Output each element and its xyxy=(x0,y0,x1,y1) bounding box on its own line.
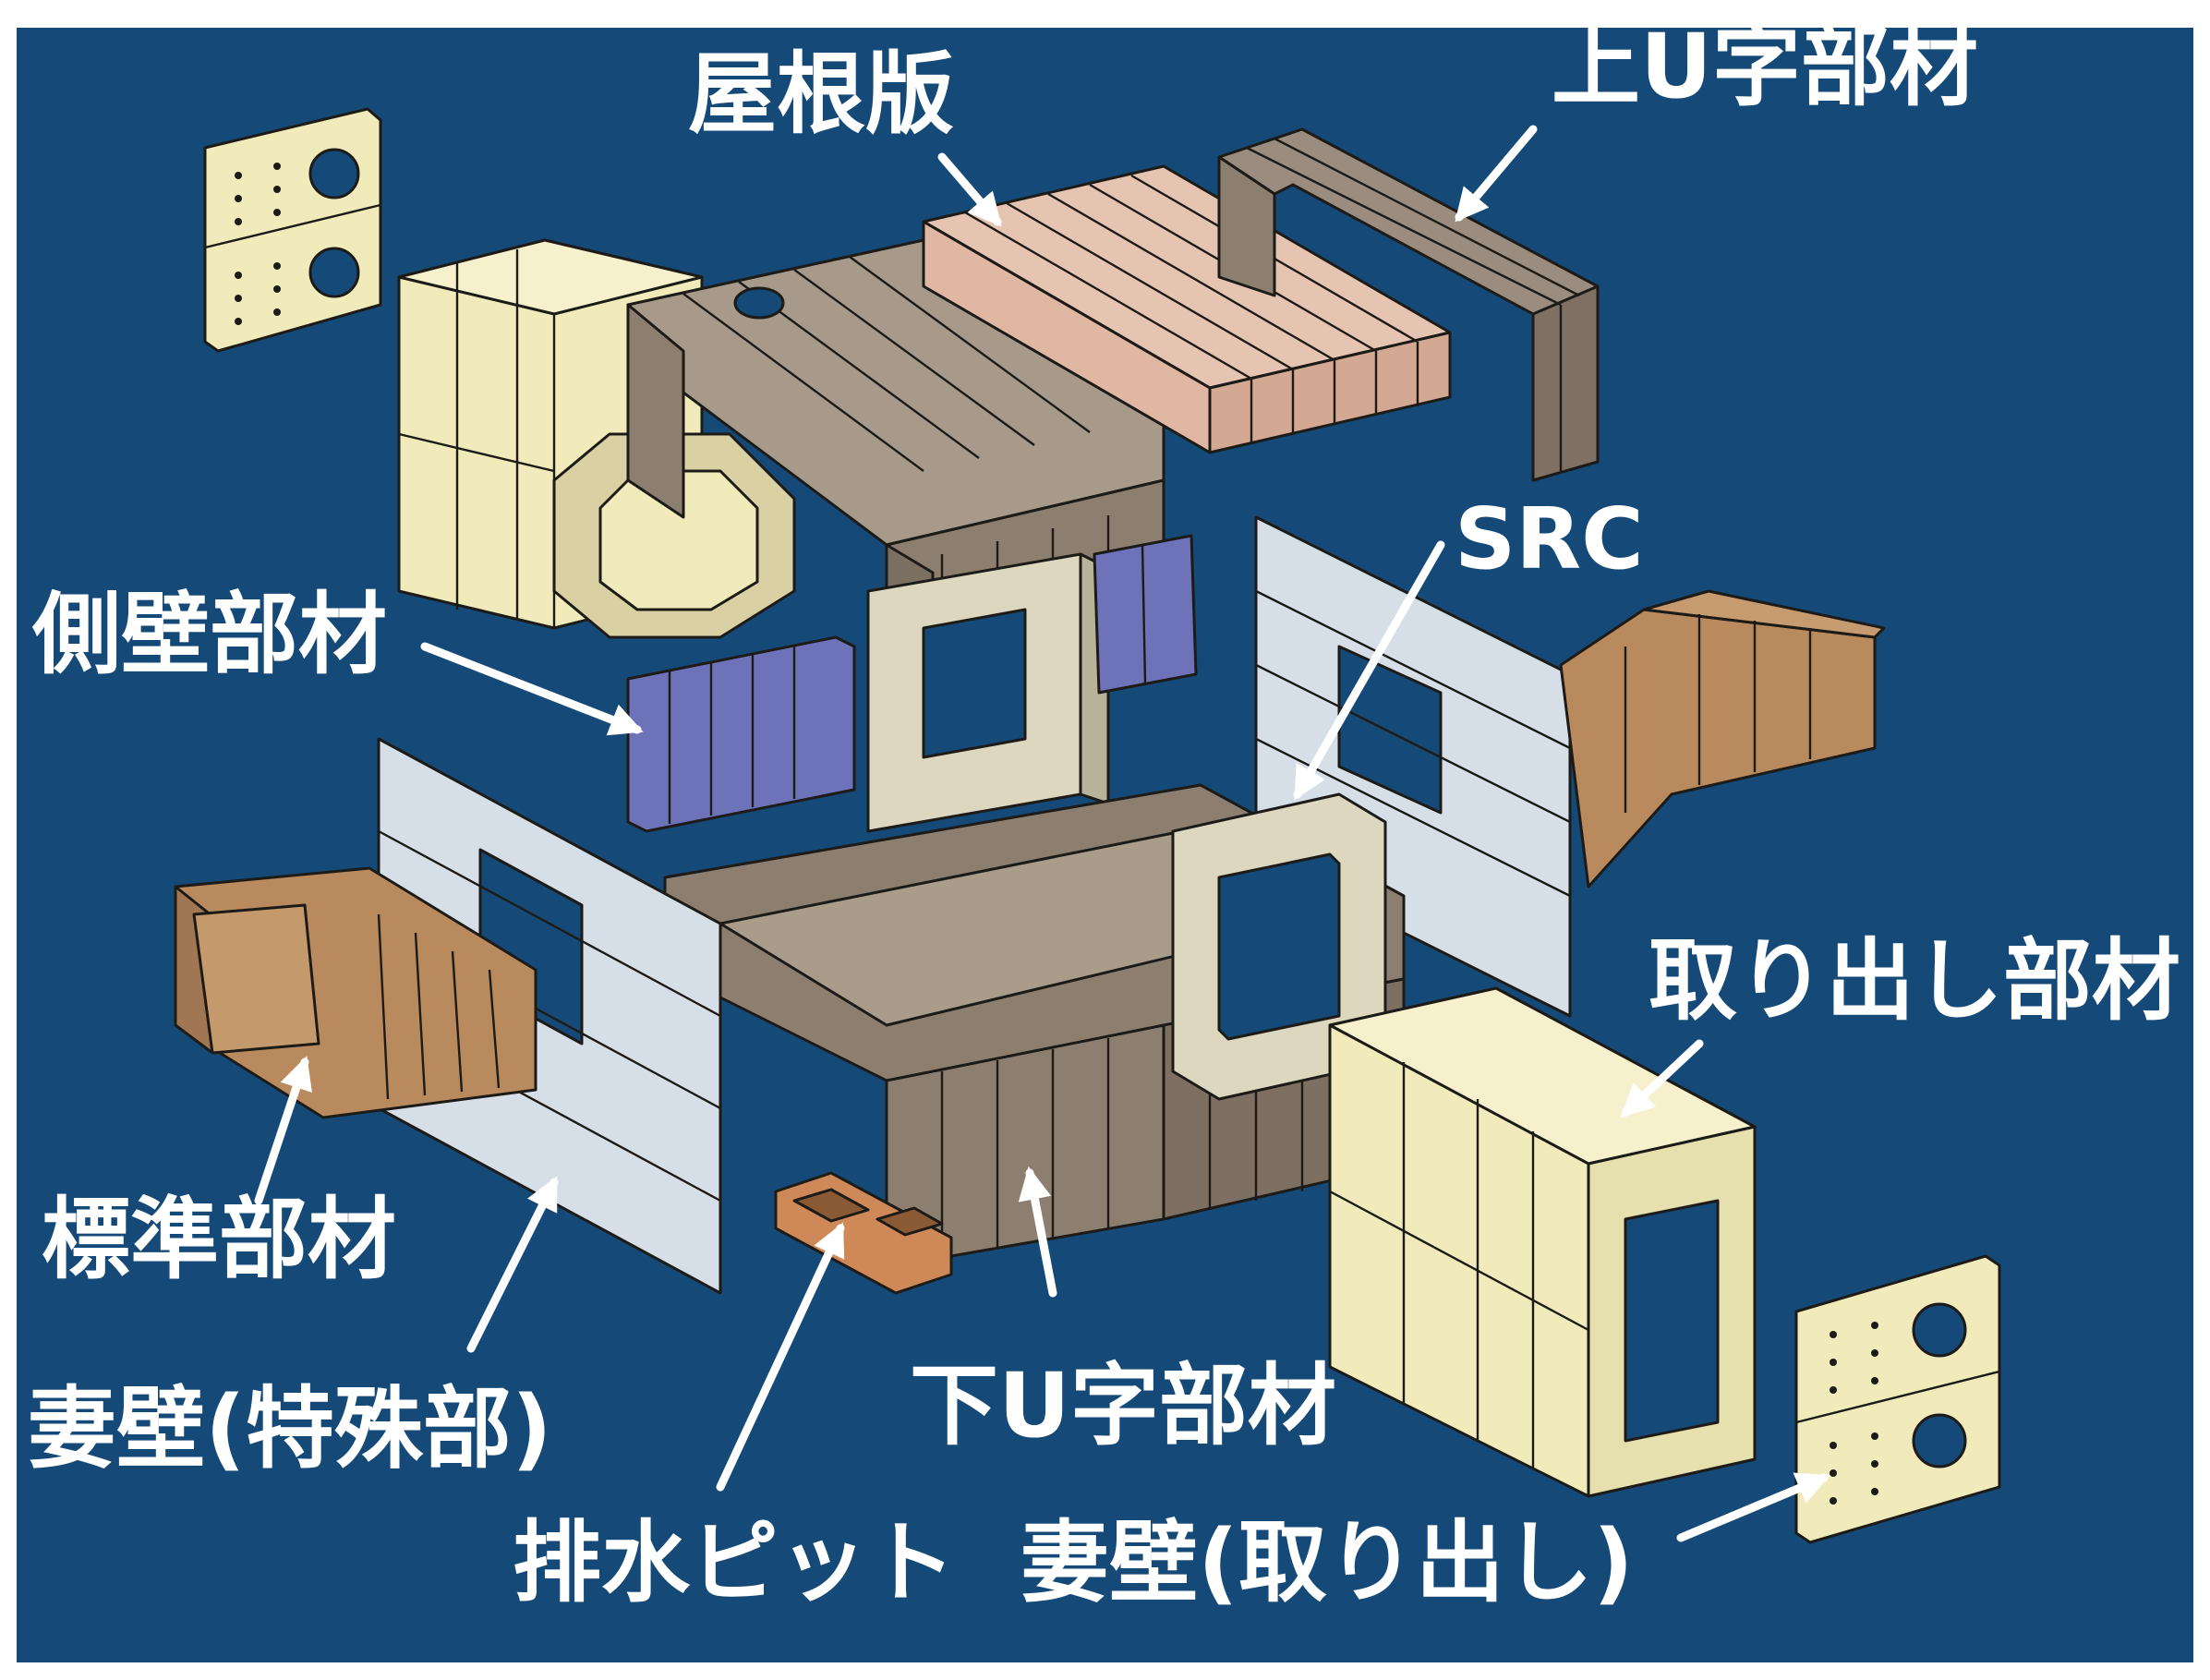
upper-u-member-right xyxy=(1217,127,1600,482)
label-end-wall-special: 妻壁(特殊部) xyxy=(28,1377,552,1481)
label-standard-member: 標準部材 xyxy=(42,1188,396,1291)
label-lower-u-member: 下U字部材 xyxy=(910,1354,1336,1457)
label-drain-pit: 排水ピット xyxy=(513,1511,956,1614)
arrow-roof-slab xyxy=(937,152,1002,227)
src-frame-center xyxy=(866,552,1110,833)
arrow-upper-u-member xyxy=(1455,125,1538,223)
label-side-wall-member: 側壁部材 xyxy=(31,583,387,686)
leader-arrows xyxy=(254,125,1830,1542)
src-frame xyxy=(1171,792,1387,1101)
label-upper-u-member: 上U字部材 xyxy=(1552,15,1978,118)
arrow-outlet-member xyxy=(1620,1039,1704,1118)
arrow-standard-member xyxy=(254,1056,312,1205)
arrow-end-wall-special xyxy=(466,1176,559,1353)
outlet-duct-upper-right xyxy=(1559,589,1886,888)
drain-pit xyxy=(774,1171,953,1295)
arrow-src xyxy=(1293,540,1445,801)
standard-member-upper-left xyxy=(397,238,796,639)
side-wall-member-left xyxy=(626,635,856,833)
label-roof-slab: 屋根版 xyxy=(688,42,954,146)
end-wall-plate-bottom-right xyxy=(1794,1254,2001,1544)
arrow-drain-pit xyxy=(716,1222,845,1492)
end-wall-plate-top-left xyxy=(203,107,382,353)
roof-slab xyxy=(922,164,1452,454)
arrow-lower-u-member xyxy=(1018,1166,1057,1298)
side-wall-member-upper-right xyxy=(1093,534,1198,695)
arrow-side-wall-member xyxy=(420,642,644,736)
standard-member-left xyxy=(174,866,537,1119)
label-src: SRC xyxy=(1455,489,1644,588)
label-outlet-member: 取り出し部材 xyxy=(1648,929,2180,1033)
label-end-wall-outlet: 妻壁(取り出し) xyxy=(1020,1511,1634,1614)
arrow-end-wall-outlet xyxy=(1676,1472,1830,1542)
